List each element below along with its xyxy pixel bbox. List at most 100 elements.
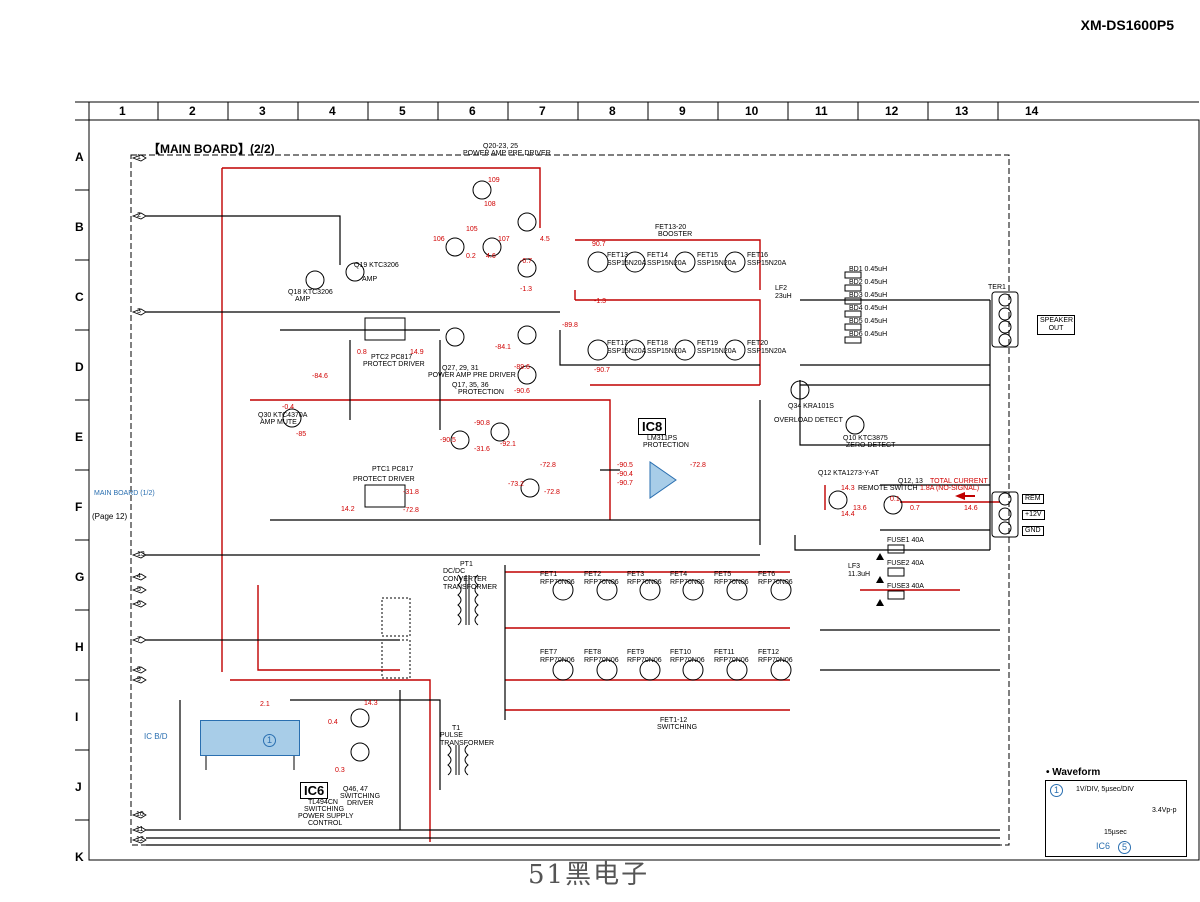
row-f: F xyxy=(75,500,83,514)
t1-label: T1 xyxy=(452,725,461,732)
ic6-part: TL494CN xyxy=(308,799,338,806)
ic6-sub1: SWITCHING xyxy=(304,806,345,813)
rem-terminal: REM xyxy=(1022,494,1044,504)
ptc1-sub: PROTECT DRIVER xyxy=(353,476,415,483)
ic8-sub: PROTECTION xyxy=(643,442,689,449)
voltage-reading: -90.5 xyxy=(617,462,633,469)
fet1-12-sub: SWITCHING xyxy=(657,724,698,731)
voltage-reading: 105 xyxy=(466,226,478,233)
voltage-reading: -84.6 xyxy=(312,373,328,380)
q12-label: Q12 KTA1273-Y-AT xyxy=(818,470,879,477)
voltage-reading: 90.7 xyxy=(592,241,606,248)
fet-11: FET11 RFP70N06 xyxy=(714,649,749,664)
waveform-period: 15µsec xyxy=(1104,829,1127,836)
bead-5: BD5 0.45uH xyxy=(849,318,888,325)
col-2: 2 xyxy=(189,104,196,118)
q46-sub2: DRIVER xyxy=(347,800,374,807)
voltage-reading: -90.4 xyxy=(617,471,633,478)
voltage-reading: 14.3 xyxy=(841,485,855,492)
q46-label: Q46, 47 xyxy=(343,786,368,793)
q27-sub: POWER AMP PRE DRIVER xyxy=(428,372,516,379)
col-14: 14 xyxy=(1025,104,1039,118)
icbd-label: IC B/D xyxy=(144,732,168,741)
model-number: XM-DS1600P5 xyxy=(1080,17,1174,33)
pin-11: 11 xyxy=(136,826,144,833)
q18-label: Q18 KTC3206 xyxy=(288,289,333,296)
fet-7: FET7 RFP70N06 xyxy=(540,649,575,664)
fet-20: FET20 SSP15N20A xyxy=(747,340,787,355)
pin-6: 6 xyxy=(137,600,141,607)
q12-13-sub: REMOTE SWITCH xyxy=(858,485,918,492)
ic6-chip xyxy=(200,720,300,756)
row-g: G xyxy=(75,570,85,584)
voltage-reading: 14.9 xyxy=(410,349,424,356)
ter1-label: TER1 xyxy=(988,284,1006,291)
fet-15: FET15 SSP15N20A xyxy=(697,252,737,267)
pin-2: 2 xyxy=(137,212,141,219)
voltage-reading: -90.7 xyxy=(594,367,610,374)
q18-sub: AMP xyxy=(295,296,311,303)
voltage-reading: -1.3 xyxy=(594,298,607,305)
voltage-reading: 14.2 xyxy=(341,506,355,513)
pin-4: 4 xyxy=(137,573,141,580)
row-e: E xyxy=(75,430,84,444)
voltage-reading: 4.6 xyxy=(486,253,496,260)
voltage-reading: -84.1 xyxy=(495,344,511,351)
col-10: 10 xyxy=(745,104,759,118)
ic6-sub2: POWER SUPPLY xyxy=(298,813,354,820)
waveform-marker: 1 xyxy=(1050,784,1063,797)
voltage-reading: 0.8 xyxy=(357,349,367,356)
main-board-ref: MAIN BOARD (1/2) xyxy=(94,490,155,498)
bead-6: BD6 0.45uH xyxy=(849,331,888,338)
pin-8: 8 xyxy=(137,666,141,673)
plus12v-terminal: +12V xyxy=(1022,510,1045,520)
voltage-reading: -90.5 xyxy=(440,437,456,444)
pt1-label: PT1 xyxy=(460,561,473,568)
column-headers: 1 2 3 4 5 6 7 8 9 10 11 12 13 14 xyxy=(89,104,1199,118)
bead-2: BD2 0.45uH xyxy=(849,279,888,286)
voltage-reading: -72.8 xyxy=(403,507,419,514)
col-4: 4 xyxy=(329,104,336,118)
q34-sub: OVERLOAD DETECT xyxy=(774,417,843,424)
fet-9: FET9 RFP70N06 xyxy=(627,649,662,664)
fet-14: FET14 SSP15N20A xyxy=(647,252,687,267)
fet-4: FET4 RFP70N06 xyxy=(670,571,705,586)
ic6-marker: 1 xyxy=(263,734,276,747)
fet-19: FET19 SSP15N20A xyxy=(697,340,737,355)
fet13-label: FET13-20 xyxy=(655,224,687,231)
voltage-reading: -0.4 xyxy=(282,404,295,411)
voltage-reading: 14.4 xyxy=(841,511,855,518)
q27-label: Q27, 29, 31 xyxy=(442,365,479,372)
q20-sub: POWER AMP PRE DRIVER xyxy=(463,150,551,157)
voltage-reading: -89.6 xyxy=(514,364,530,371)
voltage-reading: -90.6 xyxy=(514,388,530,395)
voltage-reading: 107 xyxy=(498,236,510,243)
lf2-label: LF2 23uH xyxy=(775,285,792,300)
voltage-reading: 14.6 xyxy=(964,505,978,512)
q34-label: Q34 KRA101S xyxy=(788,403,834,410)
waveform-pin: 5 xyxy=(1118,841,1131,854)
voltage-reading: -92.1 xyxy=(500,441,516,448)
ptc1-label: PTC1 PC817 xyxy=(372,466,414,473)
voltage-reading: 106 xyxy=(433,236,445,243)
pin-12: 12 xyxy=(136,836,144,843)
fet-6: FET6 RFP70N06 xyxy=(758,571,793,586)
voltage-reading: -31.8 xyxy=(403,489,419,496)
col-6: 6 xyxy=(469,104,476,118)
waveform-panel: 1 1V/DIV, 5µsec/DIV 3.4Vp-p 15µsec IC6 5 xyxy=(1045,780,1187,857)
page-ref: (Page 12) xyxy=(92,512,128,521)
bead-3: BD3 0.45uH xyxy=(849,292,888,299)
row-k: K xyxy=(75,850,84,864)
col-8: 8 xyxy=(609,104,616,118)
t1-sub: PULSE TRANSFORMER xyxy=(440,732,495,747)
fet-10: FET10 RFP70N06 xyxy=(670,649,705,664)
ic6-label: IC6 xyxy=(300,782,329,799)
fet-8: FET8 RFP70N06 xyxy=(584,649,619,664)
waveform-scale: 1V/DIV, 5µsec/DIV xyxy=(1076,786,1134,793)
voltage-reading: 108 xyxy=(484,201,496,208)
col-7: 7 xyxy=(539,104,546,118)
voltage-reading: 4.5 xyxy=(540,236,550,243)
pin-7: 7 xyxy=(137,636,141,643)
q17-label: Q17, 35, 36 xyxy=(452,382,489,389)
